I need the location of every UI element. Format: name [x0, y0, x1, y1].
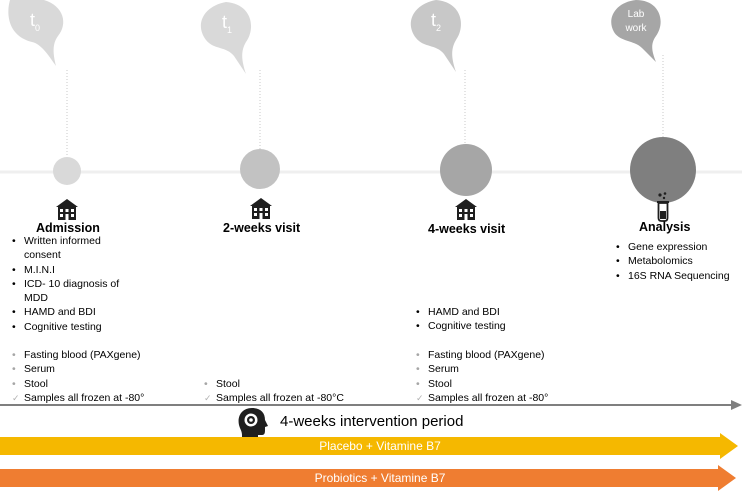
list-item: Serum	[12, 362, 212, 377]
bubble-t0	[8, 0, 64, 66]
list-item: 16S RNA Sequencing	[616, 269, 740, 284]
list-item: Cognitive testing	[416, 319, 616, 334]
intervention-arrow-head	[731, 400, 742, 410]
list-item: Fasting blood (PAXgene)	[416, 348, 616, 363]
list-item: M.I.N.I	[12, 263, 130, 278]
placebo-arrow	[0, 433, 738, 459]
admission-assessment-list: Written informed consent M.I.N.I ICD- 10…	[12, 234, 130, 334]
timepoint-t1-main: t	[221, 12, 227, 32]
circle-t1	[240, 149, 280, 189]
list-item: HAMD and BDI	[12, 305, 130, 320]
timepoint-t0-label: t0	[20, 10, 50, 33]
stage-title-4-weeks: 4-weeks visit	[428, 222, 506, 236]
timepoint-t2-main: t	[430, 10, 436, 30]
four-weeks-assessment-list: HAMD and BDI Cognitive testing	[416, 305, 616, 334]
list-item: HAMD and BDI	[416, 305, 616, 320]
timepoint-t1-label: t1	[212, 12, 242, 35]
timepoint-t1-sub: 1	[227, 25, 233, 35]
list-item: Samples all frozen at -80°C	[204, 391, 404, 406]
hospital-icon	[56, 199, 78, 220]
list-item: Serum	[416, 362, 616, 377]
list-item: Stool	[12, 377, 212, 392]
timepoint-t2-label: t2	[421, 10, 451, 33]
brain-head-icon	[238, 408, 268, 439]
intervention-period-label: 4-weeks intervention period	[280, 413, 464, 430]
list-item: Samples all frozen at -80°	[416, 391, 616, 406]
bubble-t2	[410, 0, 462, 72]
timepoint-t0-sub: 0	[35, 23, 41, 33]
four-weeks-sample-list: Fasting blood (PAXgene) Serum Stool Samp…	[416, 348, 616, 405]
list-item: Gene expression	[616, 240, 740, 255]
list-item: Stool	[416, 377, 616, 392]
list-item: Samples all frozen at -80°	[12, 391, 212, 406]
list-item: Cognitive testing	[12, 320, 130, 335]
bubble-t1	[200, 2, 252, 74]
circle-analysis	[630, 137, 696, 203]
stage-title-analysis: Analysis	[639, 220, 691, 234]
two-weeks-sample-list: Stool Samples all frozen at -80°C	[204, 377, 404, 406]
analysis-list: Gene expression Metabolomics 16S RNA Seq…	[616, 240, 740, 283]
circle-t2	[440, 144, 492, 196]
circle-t0	[53, 157, 81, 185]
hospital-icon	[455, 199, 477, 220]
timepoint-t0-main: t	[29, 10, 35, 30]
list-item: Written informed consent	[12, 234, 130, 263]
probiotics-arm-label: Probiotics + Vitamine B7	[314, 471, 446, 485]
timepoint-t2-sub: 2	[436, 23, 442, 33]
list-item: Fasting blood (PAXgene)	[12, 348, 212, 363]
admission-sample-list: Fasting blood (PAXgene) Serum Stool Samp…	[12, 348, 212, 405]
probiotics-arrow	[0, 465, 736, 491]
list-item: ICD- 10 diagnosis of MDD	[12, 277, 130, 306]
flask-icon	[657, 192, 669, 222]
list-item: Stool	[204, 377, 404, 392]
stage-title-admission: Admission	[36, 221, 100, 235]
placebo-arm-label: Placebo + Vitamine B7	[319, 439, 441, 453]
stage-title-2-weeks: 2-weeks visit	[223, 221, 301, 235]
bubble-lab	[611, 0, 661, 62]
timepoint-lab-label: Lab work	[625, 9, 647, 34]
hospital-icon	[250, 198, 272, 219]
list-item: Metabolomics	[616, 254, 740, 269]
